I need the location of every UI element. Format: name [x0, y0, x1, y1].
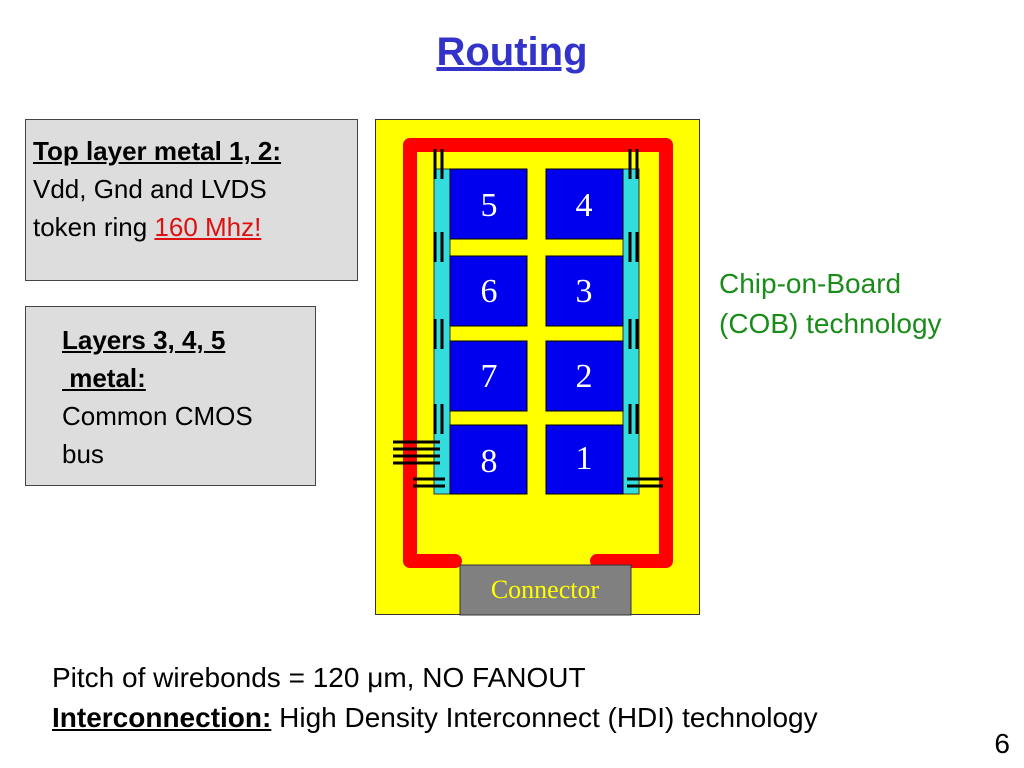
frequency-highlight: 160 Mhz!	[154, 212, 262, 242]
chip-4	[545, 168, 624, 240]
layers-heading-line1: Layers 3, 4, 5	[62, 325, 226, 355]
interconnection-note: Interconnection: High Density Interconne…	[52, 702, 818, 734]
chip-label-6: 6	[481, 273, 498, 310]
top-layer-line1: Vdd, Gnd and LVDS	[33, 174, 267, 204]
mu-symbol: μ	[367, 662, 384, 693]
board-diagram: 5 4 6 3 7 2 8 1 Connector	[375, 119, 700, 616]
chip-label-7: 7	[481, 358, 498, 395]
page-number: 6	[994, 728, 1010, 759]
chip-1	[545, 424, 624, 495]
connector	[459, 564, 632, 616]
top-layer-line2: token ring 160 Mhz!	[33, 208, 357, 246]
layers-note: Layers 3, 4, 5 metal: Common CMOS bus	[25, 306, 316, 486]
layers-line2: bus	[62, 439, 104, 469]
chip-2	[545, 340, 624, 412]
top-layer-note: Top layer metal 1, 2: Vdd, Gnd and LVDS …	[25, 119, 358, 281]
chip-grid	[449, 168, 624, 495]
cob-line1: Chip-on-Board	[719, 268, 902, 299]
token-ring-text: token ring	[33, 212, 155, 242]
chip-7	[449, 340, 528, 412]
chip-labels: 5 4 6 3 7 2 8 1	[481, 187, 593, 480]
power-ring	[403, 138, 673, 568]
chip-label-5: 5	[481, 187, 498, 224]
wirebond-pitch: Pitch of wirebonds = 120 μm, NO FANOUT	[52, 662, 586, 694]
chip-label-8: 8	[481, 443, 498, 480]
cob-line2: (COB) technology	[719, 308, 942, 339]
slide-title: Routing	[436, 30, 588, 74]
cob-label: Chip-on-Board (COB) technology	[719, 264, 942, 344]
chip-label-1: 1	[576, 440, 593, 477]
interconnection-text: High Density Interconnect (HDI) technolo…	[271, 702, 818, 733]
layers-heading-line2: metal:	[62, 363, 146, 393]
chip-label-3: 3	[576, 273, 593, 310]
chip-3	[545, 255, 624, 327]
chip-6	[449, 255, 528, 327]
chip-label-4: 4	[576, 187, 593, 224]
chip-label-2: 2	[576, 358, 593, 395]
chip-5	[449, 168, 528, 240]
interconnection-label: Interconnection:	[52, 702, 272, 733]
chip-8	[449, 424, 528, 495]
layers-line1: Common CMOS	[62, 401, 253, 431]
pitch-suffix: m, NO FANOUT	[383, 662, 586, 693]
wirebonds	[393, 149, 663, 488]
top-layer-heading: Top layer metal 1, 2:	[33, 136, 282, 166]
connector-label: Connector	[491, 575, 600, 604]
pitch-prefix: Pitch of wirebonds = 120	[52, 662, 368, 693]
